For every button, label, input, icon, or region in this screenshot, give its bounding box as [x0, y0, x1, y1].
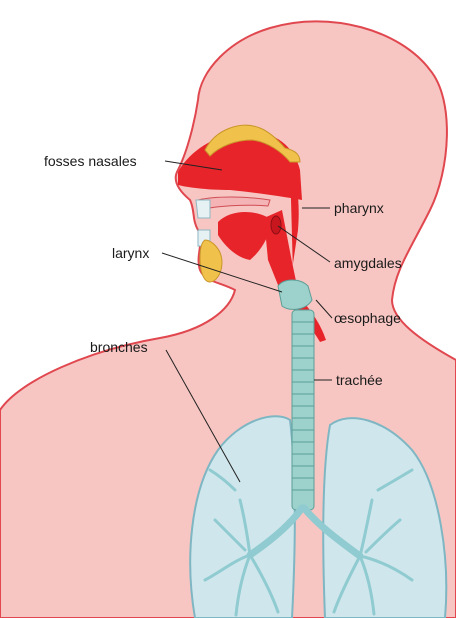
label-bronches: bronches: [90, 339, 148, 355]
label-amygdales: amygdales: [334, 255, 402, 271]
trachea-tube: [292, 310, 314, 510]
larynx-shape: [278, 280, 312, 309]
tonsil: [271, 216, 281, 234]
upper-teeth: [196, 200, 210, 218]
label-fosses-nasales: fosses nasales: [44, 153, 137, 169]
label-oesophage: œsophage: [334, 310, 401, 326]
label-trachee: trachée: [336, 372, 383, 388]
label-pharynx: pharynx: [334, 200, 384, 216]
label-larynx: larynx: [112, 245, 149, 261]
